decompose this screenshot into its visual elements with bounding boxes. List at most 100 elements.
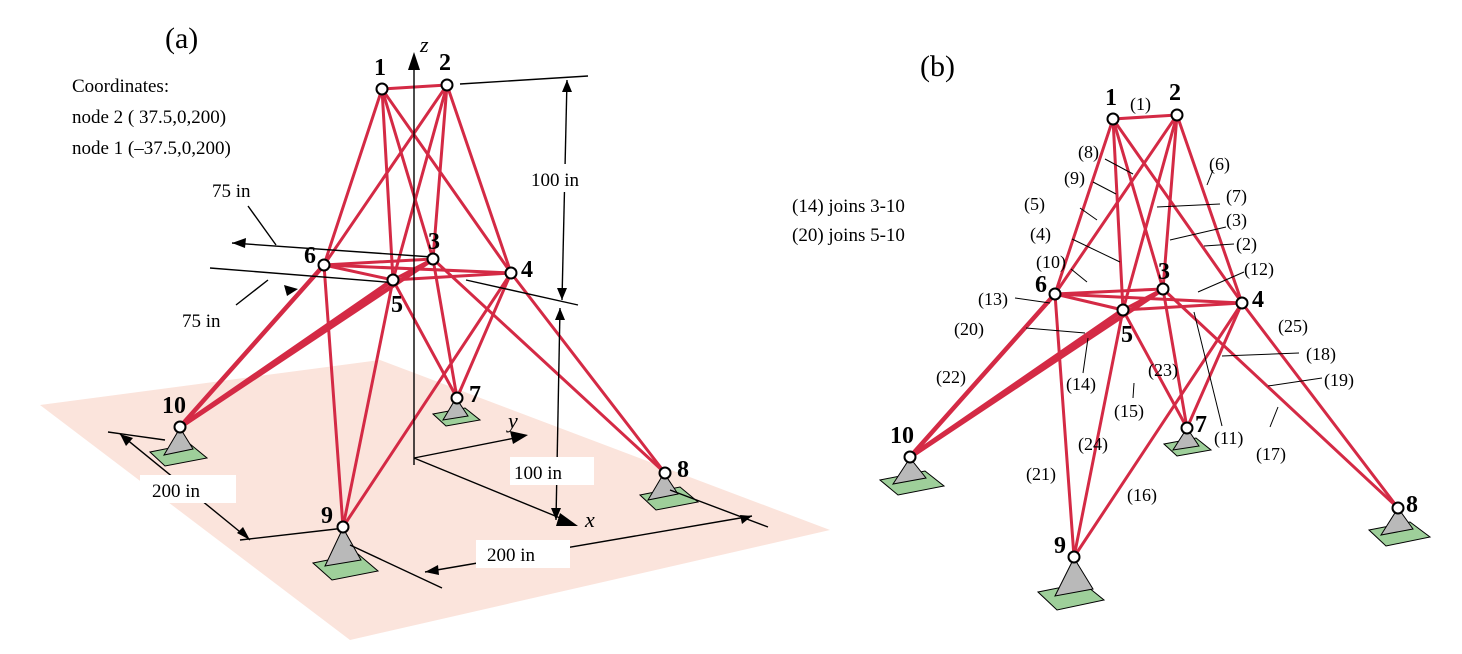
b-node-5 — [1116, 303, 1130, 317]
b-node-label-7: 7 — [1195, 412, 1207, 438]
member-label-15: (15) — [1114, 401, 1144, 422]
member-label-9: (9) — [1064, 168, 1085, 189]
member-label-19: (19) — [1324, 370, 1354, 391]
a-member-22 — [177, 262, 327, 430]
note-member-20: (20) joins 5-10 — [792, 225, 905, 246]
member-label-25: (25) — [1278, 316, 1308, 337]
member-label-8: (8) — [1078, 142, 1099, 163]
a-member-5 — [391, 83, 449, 282]
members-a — [177, 83, 667, 529]
a-node-label-9: 9 — [321, 503, 333, 529]
b-member-11 — [1161, 287, 1189, 430]
a-member-20 — [177, 277, 396, 430]
a-member-9 — [322, 87, 384, 267]
member-label-21: (21) — [1026, 464, 1056, 485]
b-node-label-4: 4 — [1252, 287, 1264, 313]
a-member-25 — [341, 271, 513, 529]
figure-a-label: (a) — [165, 22, 198, 55]
member-label-13: (13) — [978, 289, 1008, 310]
a-node-7 — [450, 391, 464, 405]
b-member-7 — [1053, 113, 1179, 296]
b-member-6 — [1111, 117, 1125, 312]
a-member-19 — [455, 271, 513, 400]
a-node-1 — [375, 82, 389, 96]
dimension-lines — [107, 75, 769, 589]
axis-y-label: y — [506, 408, 518, 433]
member-label-3: (3) — [1226, 210, 1247, 231]
support-8 — [638, 472, 700, 511]
a-member-16 — [322, 263, 395, 282]
a-node-label-6: 6 — [304, 243, 316, 269]
b-member-19 — [1185, 301, 1244, 430]
member-label-23: (23) — [1148, 360, 1178, 381]
a-member-23 — [391, 278, 459, 400]
a-node-label-5: 5 — [391, 292, 403, 318]
a-node-label-7: 7 — [469, 382, 481, 408]
b-node-label-9: 9 — [1054, 533, 1066, 559]
a-node-label-4: 4 — [521, 257, 533, 283]
axis-x-label: x — [584, 507, 595, 532]
dim-75-top: 75 in — [212, 181, 251, 202]
member-label-6: (6) — [1209, 154, 1230, 175]
b-node-10 — [903, 450, 917, 464]
a-member-24 — [341, 278, 395, 529]
b-member-20 — [907, 307, 1126, 460]
a-node-label-8: 8 — [677, 457, 689, 483]
a-node-label-2: 2 — [439, 50, 451, 76]
member-label-12: (12) — [1244, 259, 1274, 280]
a-member-6 — [380, 87, 395, 282]
dim-100-bottom: 100 in — [514, 463, 563, 484]
dim-100-top: 100 in — [531, 170, 580, 191]
b-member-24 — [1072, 308, 1125, 559]
member-label-24: (24) — [1078, 434, 1108, 455]
b-member-21 — [1053, 292, 1076, 559]
a-node-9 — [336, 520, 350, 534]
a-member-8 — [445, 83, 513, 275]
b-node-3 — [1156, 282, 1170, 296]
member-label-leaders — [1014, 158, 1323, 428]
figure-b-label: (b) — [920, 50, 955, 83]
a-node-2 — [440, 78, 454, 92]
support-b-10 — [878, 457, 946, 496]
b-member-16 — [1053, 292, 1125, 312]
b-member-3 — [1111, 117, 1165, 291]
support-10 — [148, 427, 209, 467]
a-member-18 — [431, 257, 667, 475]
b-node-1 — [1106, 112, 1120, 126]
b-member-4 — [1111, 117, 1244, 305]
a-node-6 — [317, 258, 331, 272]
member-labels-b: (1)(2)(3)(4)(5)(6)(7)(8)(9)(10)(11)(12)(… — [936, 94, 1354, 506]
member-label-17: (17) — [1256, 444, 1286, 465]
a-node-10 — [173, 420, 187, 434]
b-member-25 — [1072, 301, 1244, 559]
note-member-14: (14) joins 3-10 — [792, 196, 905, 217]
a-member-17 — [509, 271, 667, 475]
b-node-9 — [1067, 550, 1081, 564]
dim-200-left: 200 in — [152, 481, 201, 502]
b-member-10 — [1053, 287, 1165, 296]
dim-200-bottom: 200 in — [487, 545, 536, 566]
member-label-5: (5) — [1024, 194, 1045, 215]
b-member-5 — [1121, 113, 1179, 312]
a-node-3 — [426, 252, 440, 266]
b-member-17 — [1240, 301, 1400, 510]
member-label-7: (7) — [1226, 186, 1247, 207]
dim-75-bottom: 75 in — [182, 311, 221, 332]
member-label-4: (4) — [1030, 224, 1051, 245]
a-member-3 — [380, 87, 435, 261]
b-member-23 — [1121, 308, 1189, 430]
axes — [408, 52, 578, 526]
coordinates-title: Coordinates: — [72, 76, 169, 97]
b-node-4 — [1235, 296, 1249, 310]
a-member-10 — [322, 257, 435, 267]
support-b-9 — [1036, 556, 1106, 611]
b-member-1 — [1111, 113, 1179, 121]
a-node-label-3: 3 — [428, 229, 440, 255]
member-label-16: (16) — [1127, 485, 1157, 506]
member-label-2: (2) — [1236, 234, 1257, 255]
a-member-4 — [380, 87, 513, 275]
member-label-22: (22) — [936, 367, 966, 388]
